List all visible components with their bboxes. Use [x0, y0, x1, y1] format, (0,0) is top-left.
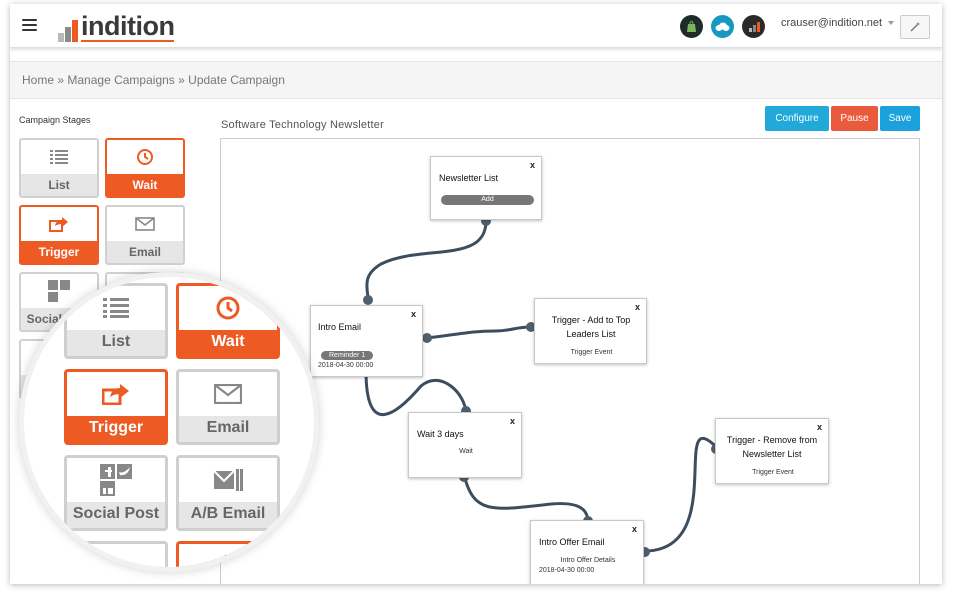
node-title: Newsletter List	[439, 173, 499, 183]
node-title: Intro Offer Email	[539, 537, 605, 547]
node-trigger-top-leaders[interactable]: x Trigger - Add to Top Leaders List Trig…	[534, 298, 647, 364]
stage-label: List	[48, 178, 70, 192]
close-icon[interactable]: x	[631, 524, 637, 534]
node-subtitle: Trigger Event	[570, 349, 613, 356]
menu-icon[interactable]	[22, 19, 37, 31]
stage-extra-zoomed[interactable]	[64, 541, 168, 567]
stage-trigger-zoomed[interactable]: Trigger	[64, 369, 168, 445]
stage-wait[interactable]: Wait	[105, 138, 185, 198]
node-title: Trigger - Remove from Newsletter List	[726, 435, 818, 459]
stage-list-zoomed[interactable]: List	[64, 283, 168, 359]
breadcrumb: Home » Manage Campaigns » Update Campaig…	[22, 73, 285, 87]
breadcrumb-separator: »	[178, 73, 185, 87]
breadcrumb-update-campaign: Update Campaign	[188, 73, 285, 87]
breadcrumb-home[interactable]: Home	[22, 73, 55, 87]
node-intro-email[interactable]: x Intro Email Reminder 1 2018-04-30 00:0…	[310, 305, 423, 377]
wire-newsletter-intro	[365, 220, 488, 300]
stage-chart-zoomed[interactable]	[176, 541, 280, 567]
close-icon[interactable]: x	[410, 309, 416, 319]
node-title: Wait 3 days	[417, 429, 464, 439]
stage-label: Social Post	[72, 505, 160, 522]
stage-wait-zoomed[interactable]: Wait	[176, 283, 280, 359]
clock-icon	[216, 296, 240, 320]
close-icon[interactable]: x	[529, 160, 535, 170]
stage-label: Trigger	[38, 245, 80, 259]
campaign-title: Software Technology Newsletter	[221, 119, 384, 131]
stage-label: A/B Email	[190, 505, 266, 522]
pause-button[interactable]: Pause	[831, 106, 878, 131]
reminder-badge: Reminder 1	[321, 351, 374, 360]
shopify-icon[interactable]	[680, 15, 703, 38]
node-newsletter-list[interactable]: x Newsletter List Add	[430, 156, 542, 220]
node-subtitle: Intro Offer Details	[560, 557, 616, 564]
wire-intro-wait	[364, 370, 468, 417]
wire-intro-trigger	[426, 325, 531, 340]
node-wait[interactable]: x Wait 3 days Wait	[408, 412, 522, 478]
close-icon[interactable]: x	[816, 422, 822, 432]
breadcrumb-bar: Home » Manage Campaigns » Update Campaig…	[10, 61, 942, 99]
node-title: Intro Email	[318, 322, 362, 332]
wire-wait-offer	[462, 474, 590, 525]
wire-offer-remove	[645, 436, 723, 553]
salesforce-icon[interactable]	[711, 15, 734, 38]
node-date: 2018-04-30 00:00	[539, 567, 595, 574]
brand-logo[interactable]: indition	[58, 10, 175, 42]
node-trigger-remove[interactable]: x Trigger - Remove from Newsletter List …	[715, 418, 829, 484]
social-icon	[100, 464, 132, 496]
stages-title: Campaign Stages	[19, 115, 91, 125]
logo-mark-icon	[58, 18, 78, 42]
port-trigger-top-in	[526, 322, 536, 332]
user-menu[interactable]: crauser@indition.net	[781, 17, 895, 29]
stage-label: List	[101, 333, 131, 350]
magic-wand-icon[interactable]	[900, 15, 930, 39]
node-subtitle: Wait	[459, 448, 473, 455]
user-email: crauser@indition.net	[781, 17, 883, 29]
share-icon	[49, 217, 68, 232]
stage-trigger[interactable]: Trigger	[19, 205, 99, 265]
share-icon	[102, 384, 129, 405]
stage-list[interactable]: List	[19, 138, 99, 198]
clock-icon	[137, 149, 153, 165]
add-button[interactable]: Add	[441, 195, 534, 205]
stage-email[interactable]: Email	[105, 205, 185, 265]
stage-label: Trigger	[88, 419, 144, 436]
port-intro-in	[363, 295, 373, 305]
configure-button[interactable]: Configure	[765, 106, 829, 131]
ab-email-icon	[213, 469, 243, 491]
stage-label: Email	[206, 419, 250, 436]
list-icon	[103, 298, 129, 318]
save-button[interactable]: Save	[880, 106, 920, 131]
logo-text: indition	[81, 11, 175, 42]
breadcrumb-manage-campaigns[interactable]: Manage Campaigns	[67, 73, 175, 87]
list-icon	[50, 150, 68, 164]
envelope-icon	[135, 217, 155, 231]
stages-magnifier: List Wait Trigger Email Social Post A/B …	[19, 272, 319, 572]
caret-down-icon	[888, 21, 895, 26]
stage-label: Wait	[211, 333, 245, 350]
campaign-canvas[interactable]: x Newsletter List Add x Intro Email Remi…	[220, 138, 920, 584]
node-title: Trigger - Add to Top Leaders List	[551, 315, 631, 339]
bar-chart-icon	[217, 555, 238, 567]
node-date: 2018-04-30 00:00	[318, 362, 374, 369]
node-subtitle: Trigger Event	[752, 469, 794, 476]
app-frame: indition crauser@indition.net Home » Man…	[10, 4, 942, 584]
close-icon[interactable]: x	[509, 416, 515, 426]
breadcrumb-separator: »	[57, 73, 65, 87]
stage-email-zoomed[interactable]: Email	[176, 369, 280, 445]
stage-label: Wait	[132, 178, 158, 192]
stage-label: Email	[128, 245, 161, 259]
envelope-icon	[214, 384, 242, 404]
top-header: indition crauser@indition.net	[10, 4, 942, 48]
close-icon[interactable]: x	[634, 302, 640, 312]
port-intro-right	[422, 333, 432, 343]
indition-icon[interactable]	[742, 15, 765, 38]
stage-ab-email-zoomed[interactable]: A/B Email	[176, 455, 280, 531]
node-intro-offer-email[interactable]: x Intro Offer Email Intro Offer Details …	[530, 520, 644, 584]
stage-social-post-zoomed[interactable]: Social Post	[64, 455, 168, 531]
